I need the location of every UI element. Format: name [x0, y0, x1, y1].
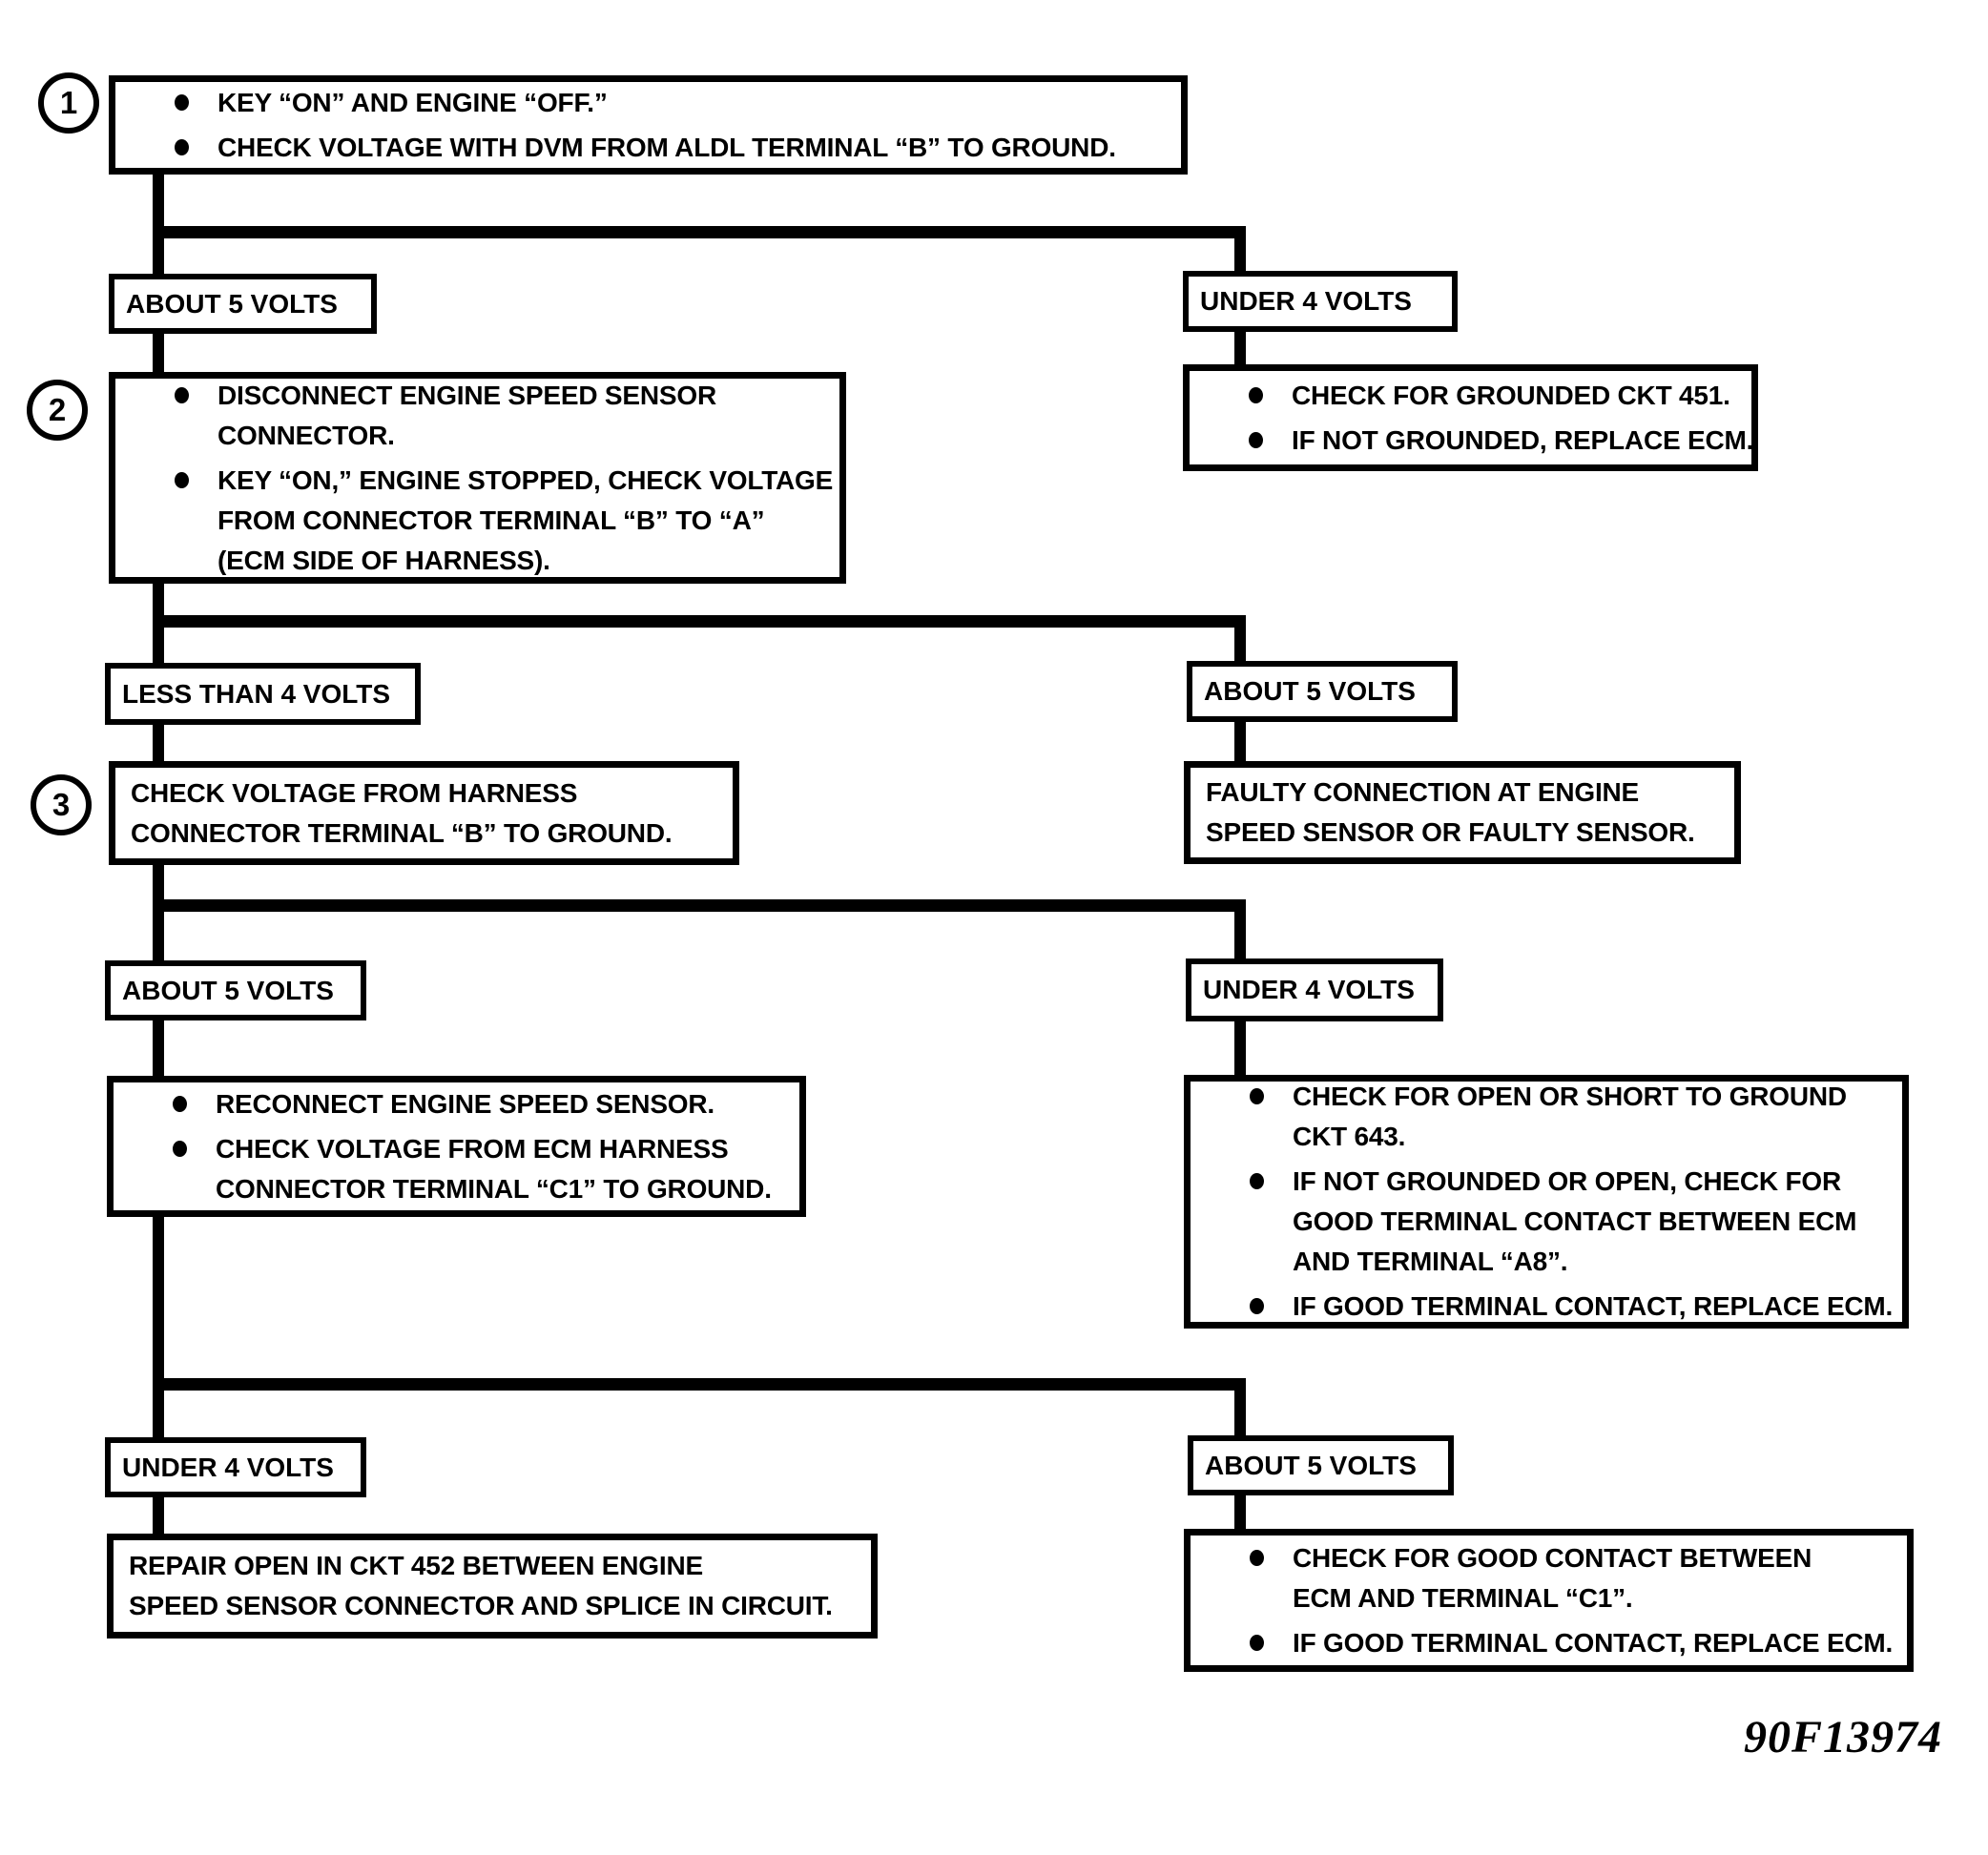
result3-bullet-2: IF NOT GROUNDED OR OPEN, CHECK FOR GOOD … [1293, 1166, 1857, 1276]
result3-box: CHECK FOR OPEN OR SHORT TO GROUND CKT 64… [1184, 1075, 1909, 1329]
step1-bullet-1: KEY “ON” AND ENGINE “OFF.” [217, 87, 608, 117]
step1-number: 1 [59, 85, 78, 120]
connector-branch2-right-drop [1234, 721, 1246, 761]
connector-branch4-right-vertical [1234, 1378, 1246, 1435]
result4-bullet-2: IF GOOD TERMINAL CONTACT, REPLACE ECM. [1293, 1627, 1894, 1658]
step1-bullet-2: CHECK VOLTAGE WITH DVM FROM ALDL TERMINA… [217, 132, 1116, 162]
connector-branch3-bar [153, 899, 1246, 912]
connector-branch2-bar [153, 615, 1246, 628]
connector-branch4-bar [153, 1378, 1246, 1391]
bullet-item: RECONNECT ENGINE SPEED SENSOR. [114, 1084, 792, 1124]
result3-bullet-1: CHECK FOR OPEN OR SHORT TO GROUND CKT 64… [1293, 1082, 1847, 1151]
branch1-left-label: ABOUT 5 VOLTS [109, 274, 377, 334]
connector-branch1-left-drop [153, 334, 164, 372]
bullet-icon [175, 471, 189, 488]
connector-branch3-right-drop [1234, 1020, 1246, 1076]
step3-box: CHECK VOLTAGE FROM HARNESS CONNECTOR TER… [109, 761, 739, 865]
bullet-icon [173, 1140, 187, 1157]
branch3-left-label: ABOUT 5 VOLTS [105, 960, 366, 1020]
step2-box: DISCONNECT ENGINE SPEED SENSOR CONNECTOR… [109, 372, 846, 584]
bullet-item: KEY “ON,” ENGINE STOPPED, CHECK VOLTAGE … [115, 461, 834, 581]
figure-number: 90F13974 [1744, 1712, 1943, 1762]
connector-branch4-right-drop [1234, 1494, 1246, 1529]
result4-box: CHECK FOR GOOD CONTACT BETWEEN ECM AND T… [1184, 1529, 1914, 1672]
result3-bullet-3: IF GOOD TERMINAL CONTACT, REPLACE ECM. [1293, 1291, 1894, 1321]
connector-branch4-left-vertical [153, 1214, 164, 1437]
connector-branch2-right-vertical [1234, 615, 1246, 663]
bullet-item: IF NOT GROUNDED, REPLACE ECM. [1190, 421, 1753, 461]
connector-branch1-left-vertical [153, 175, 164, 274]
connector-branch1-right-vertical [1234, 226, 1246, 271]
bullet-icon [175, 386, 189, 403]
bullet-item: CHECK VOLTAGE FROM ECM HARNESS CONNECTOR… [114, 1129, 792, 1209]
branch4-right-label: ABOUT 5 VOLTS [1188, 1435, 1454, 1495]
bullet-icon [1250, 1634, 1264, 1651]
connector-branch3-left-vertical [153, 863, 164, 960]
bullet-icon [1250, 1298, 1264, 1314]
bullet-icon [1250, 1173, 1264, 1189]
step1-box: KEY “ON” AND ENGINE “OFF.” CHECK VOLTAGE… [109, 75, 1188, 175]
step2-number: 2 [48, 392, 67, 427]
connector-branch4-left-drop [153, 1495, 164, 1534]
bullet-item: IF GOOD TERMINAL CONTACT, REPLACE ECM. [1191, 1623, 1899, 1663]
connector-branch2-left-drop [153, 723, 164, 761]
bullet-item: CHECK FOR OPEN OR SHORT TO GROUND CKT 64… [1191, 1077, 1895, 1157]
result1-box: CHECK FOR GROUNDED CKT 451. IF NOT GROUN… [1183, 364, 1758, 471]
step5-text: REPAIR OPEN IN CKT 452 BETWEEN ENGINE SP… [129, 1551, 833, 1620]
bullet-icon [1250, 1088, 1264, 1104]
branch4-right-text: ABOUT 5 VOLTS [1205, 1450, 1417, 1480]
connector-branch3-right-vertical [1234, 899, 1246, 958]
step4-bullet-2: CHECK VOLTAGE FROM ECM HARNESS CONNECTOR… [216, 1133, 772, 1204]
branch3-left-text: ABOUT 5 VOLTS [122, 975, 334, 1005]
step2-bullet-1: DISCONNECT ENGINE SPEED SENSOR CONNECTOR… [217, 380, 716, 450]
step5-box: REPAIR OPEN IN CKT 452 BETWEEN ENGINE SP… [107, 1534, 878, 1639]
result1-bullet-2: IF NOT GROUNDED, REPLACE ECM. [1292, 424, 1754, 455]
bullet-item: DISCONNECT ENGINE SPEED SENSOR CONNECTOR… [115, 376, 832, 456]
bullet-icon [1249, 386, 1263, 403]
step4-bullet-1: RECONNECT ENGINE SPEED SENSOR. [216, 1088, 714, 1119]
connector-branch1-bar [153, 226, 1246, 238]
branch3-right-text: UNDER 4 VOLTS [1203, 975, 1415, 1004]
branch2-right-label: ABOUT 5 VOLTS [1187, 661, 1458, 722]
step2-bullet-2: KEY “ON,” ENGINE STOPPED, CHECK VOLTAGE … [217, 464, 834, 575]
branch4-left-text: UNDER 4 VOLTS [122, 1452, 334, 1482]
branch1-right-text: UNDER 4 VOLTS [1200, 286, 1412, 316]
result2-box: FAULTY CONNECTION AT ENGINE SPEED SENSOR… [1184, 761, 1741, 864]
bullet-icon [1250, 1549, 1264, 1566]
bullet-item: KEY “ON” AND ENGINE “OFF.” [115, 83, 1173, 123]
branch2-right-text: ABOUT 5 VOLTS [1204, 676, 1416, 706]
branch2-left-text: LESS THAN 4 VOLTS [122, 678, 391, 709]
bullet-item: IF GOOD TERMINAL CONTACT, REPLACE ECM. [1191, 1287, 1895, 1327]
step2-number-badge: 2 [27, 380, 88, 441]
step3-number-badge: 3 [31, 774, 92, 835]
connector-branch1-right-drop [1234, 332, 1246, 366]
step3-number: 3 [52, 787, 71, 822]
bullet-icon [175, 93, 189, 111]
branch4-left-label: UNDER 4 VOLTS [105, 1437, 366, 1497]
bullet-item: IF NOT GROUNDED OR OPEN, CHECK FOR GOOD … [1191, 1162, 1895, 1282]
bullet-icon [175, 138, 189, 155]
bran3-right-label: UNDER 4 VOLTS [1186, 958, 1443, 1021]
result2-text: FAULTY CONNECTION AT ENGINE SPEED SENSOR… [1206, 777, 1695, 847]
bullet-icon [173, 1095, 187, 1112]
bullet-item: CHECK VOLTAGE WITH DVM FROM ALDL TERMINA… [115, 128, 1173, 168]
step3-text: CHECK VOLTAGE FROM HARNESS CONNECTOR TER… [131, 777, 673, 848]
branch1-right-label: UNDER 4 VOLTS [1183, 271, 1458, 332]
result1-bullet-1: CHECK FOR GROUNDED CKT 451. [1292, 380, 1730, 410]
step4-box: RECONNECT ENGINE SPEED SENSOR. CHECK VOL… [107, 1076, 806, 1217]
step1-number-badge: 1 [38, 72, 99, 134]
branch2-left-label: LESS THAN 4 VOLTS [105, 663, 421, 725]
branch1-left-text: ABOUT 5 VOLTS [126, 288, 338, 319]
bullet-icon [1249, 431, 1263, 448]
bullet-item: CHECK FOR GROUNDED CKT 451. [1190, 376, 1744, 416]
connector-branch3-left-drop [153, 1019, 164, 1076]
bullet-item: CHECK FOR GOOD CONTACT BETWEEN ECM AND T… [1191, 1538, 1899, 1618]
result4-bullet-1: CHECK FOR GOOD CONTACT BETWEEN ECM AND T… [1293, 1542, 1812, 1613]
